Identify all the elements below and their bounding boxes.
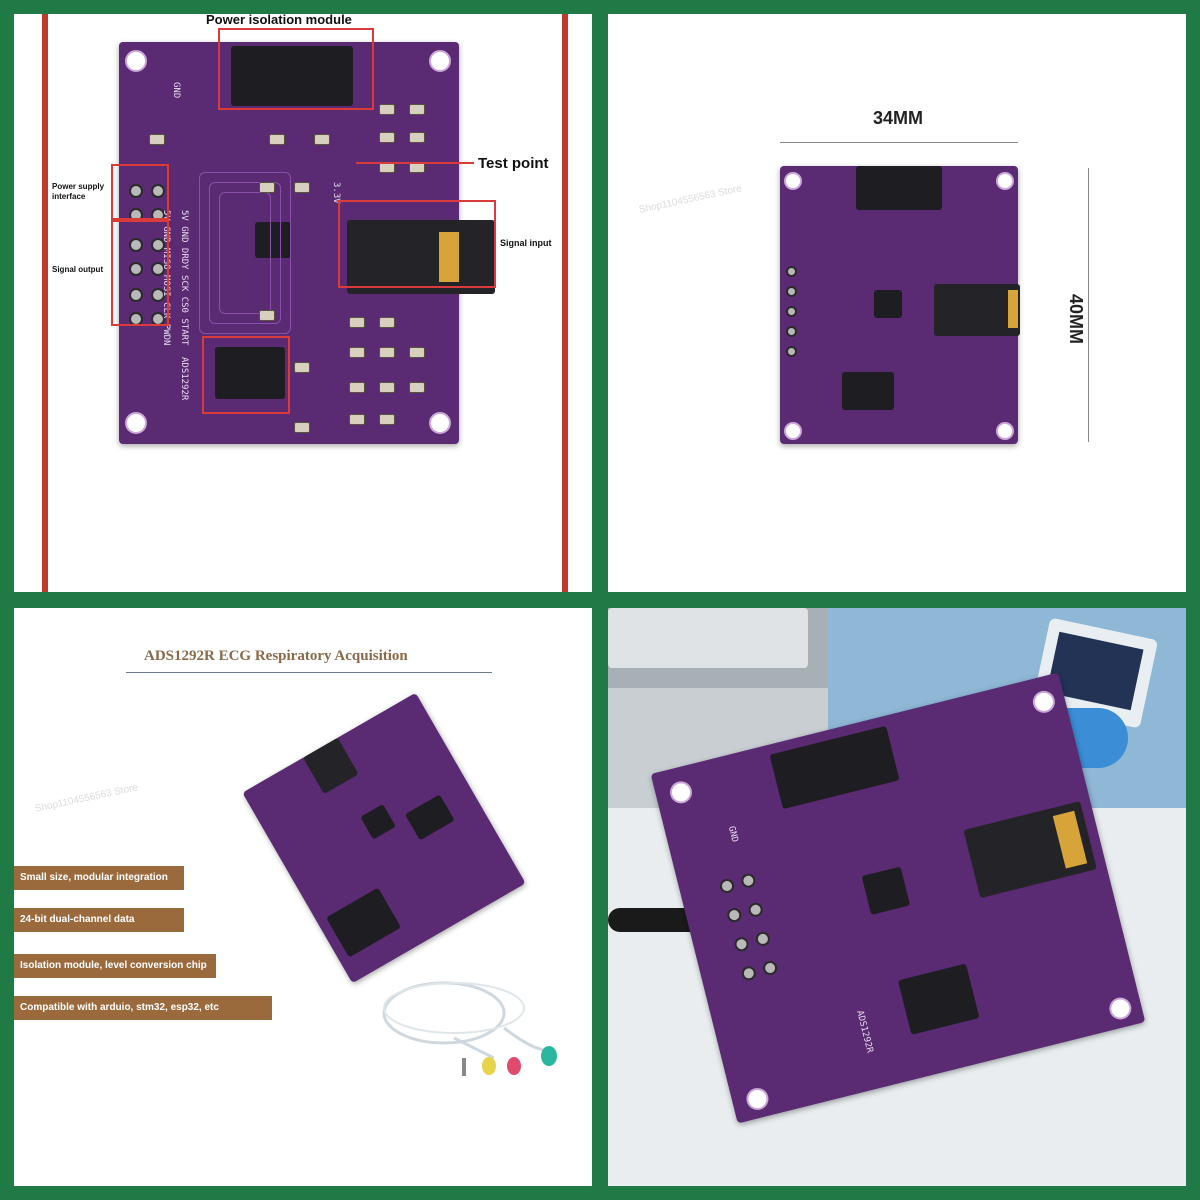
width-label: 34MM [873,108,924,128]
left-red-edge [42,14,48,592]
feature-4: Compatible with arduio, stm32, esp32, et… [14,996,272,1020]
level-chip-box [202,336,290,414]
signal-output-box [111,220,169,326]
right-red-edge [562,14,568,592]
silk-chip-name: ADS1292R [179,357,189,401]
power-isolation-label: Power isolation module [206,14,352,27]
feature-1: Small size, modular integration [14,866,184,890]
height-dimension-line [1088,168,1089,442]
power-isolation-box [218,28,374,110]
power-supply-label: Power supply interface [52,182,105,201]
silk-gnd: GND [171,82,181,99]
title-underline [126,672,492,673]
level-shifter-chip [215,347,285,399]
power-supply-box [111,164,169,220]
feature-3: Isolation module, level conversion chip [14,954,216,978]
silk-pins-bottom: 5V GND DRDY SCK CS0 START [179,210,189,346]
features-panel: ADS1292R ECG Respiratory Acquisition Sma… [14,608,592,1186]
monitor-device [608,608,808,668]
audio-jack [347,220,495,294]
signal-input-box [338,200,496,288]
silk-gnd-photo: GND [725,825,740,844]
feature-2: 24-bit dual-channel data acquisition [14,908,184,949]
dimensions-panel: 34MM 40MM Shop1104556563 Store [608,14,1186,592]
height-label: 40MM [1066,294,1086,345]
product-title: ADS1292R ECG Respiratory Acquisition [144,648,408,664]
annotated-board-panel: 5V GND MISO MOSI CLK PWDN 5V GND DRDY SC… [14,14,592,592]
clinical-photo-panel: ADS1292R GND [608,608,1186,1186]
width-dimension-line [780,142,1018,143]
watermark: Shop1104556563 Store [638,183,743,216]
test-point-label: Test point [478,155,549,172]
pcb-board-tilted [242,692,526,984]
ecg-cable [382,981,557,1076]
pcb-board-small [780,166,1020,444]
watermark-3: Shop1104556563 Store [34,782,139,815]
silk-chip-photo: ADS1292R [854,1009,875,1055]
isolation-module [231,46,353,106]
signal-input-label: Signal input [500,238,552,248]
ads1292r-chip [255,222,291,258]
signal-output-label: Signal output [52,265,104,274]
